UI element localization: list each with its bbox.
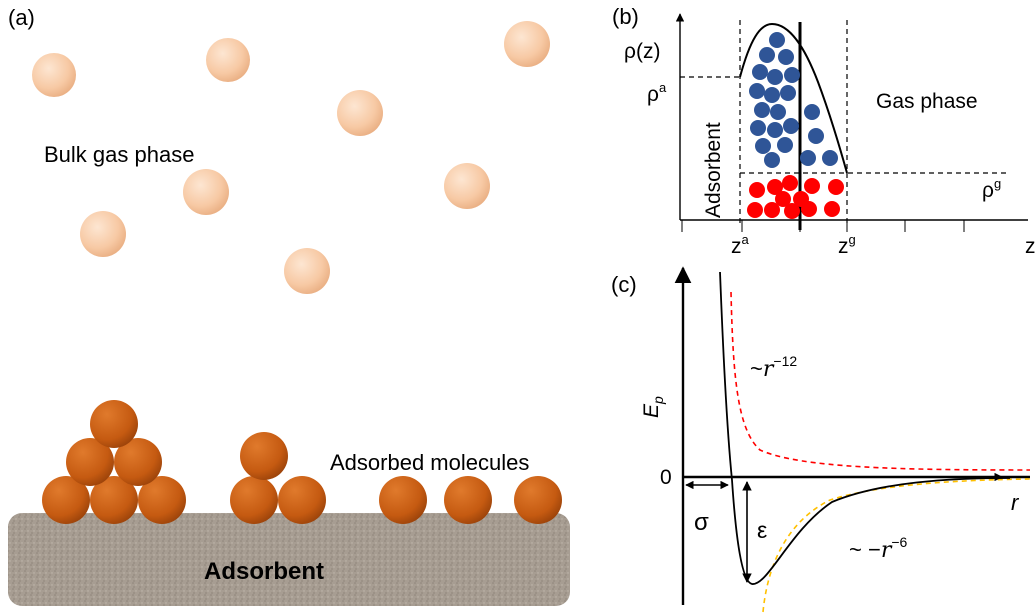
bulk-gas-label: Bulk gas phase (44, 142, 194, 167)
panel-a: (a) Bulk gas phase Adsorbed molecules Ad… (8, 5, 570, 606)
adsorbed-molecule (379, 476, 427, 524)
red-molecule (749, 182, 765, 198)
adsorbent-slab (8, 513, 570, 606)
blue-molecule (759, 47, 775, 63)
red-molecule (775, 191, 791, 207)
blue-molecule (767, 122, 783, 138)
c-y-axis-label: Ep (640, 396, 666, 418)
blue-molecule (777, 137, 793, 153)
blue-molecule (822, 150, 838, 166)
z-g-label: zg (838, 232, 856, 258)
gas-molecule (504, 21, 550, 67)
density-profile (739, 22, 848, 174)
z-a-label: za (731, 232, 750, 258)
b-adsorbent-label: Adsorbent (702, 122, 725, 218)
adsorbed-molecules (42, 400, 562, 524)
red-molecule (784, 203, 800, 219)
gas-molecules (32, 21, 550, 294)
blue-molecule (769, 32, 785, 48)
red-molecule (767, 179, 783, 195)
blue-molecule (770, 104, 786, 120)
blue-molecule (752, 64, 768, 80)
adsorbed-molecule (90, 400, 138, 448)
lennard-jones-curve (719, 271, 1011, 585)
repulsive-asymptote (730, 291, 1031, 471)
blue-molecule (767, 69, 783, 85)
gas-molecule (337, 90, 383, 136)
adsorbed-molecule (230, 476, 278, 524)
blue-molecule (778, 49, 794, 65)
red-molecule (764, 202, 780, 218)
adsorbed-molecule (278, 476, 326, 524)
red-molecule (804, 178, 820, 194)
gas-molecule (80, 211, 126, 257)
r-axis-label: r (1011, 490, 1020, 515)
rho-g-label: ρg (982, 176, 1001, 202)
red-molecule (824, 201, 840, 217)
adsorbed-molecule (114, 438, 162, 486)
blue-molecule (784, 67, 800, 83)
blue-molecule (750, 120, 766, 136)
blue-molecule (755, 138, 771, 154)
blue-molecule (808, 128, 824, 144)
blue-molecule (764, 152, 780, 168)
b-y-axis-label: ρ(z) (624, 40, 660, 63)
excess-molecules (749, 32, 838, 168)
sigma-label: σ (694, 509, 709, 536)
blue-molecule (749, 83, 765, 99)
panel-a-label: (a) (8, 5, 35, 30)
repulsive-term-label: ~r−12 (750, 353, 797, 382)
panel-c: (c) Ep 0 r σ ε ~r−12 ~ −r−6 (611, 266, 1031, 613)
blue-molecule (780, 85, 796, 101)
adsorbent-slab-label: Adsorbent (204, 558, 324, 585)
blue-molecule (754, 102, 770, 118)
adsorbed-molecule (240, 432, 288, 480)
panel-b-label: (b) (612, 4, 639, 29)
gas-molecule (32, 53, 76, 97)
zero-label: 0 (660, 466, 672, 489)
bulk-density-molecules (747, 175, 844, 219)
gas-molecule (284, 248, 330, 294)
panel-b: (b) (612, 4, 1035, 258)
attractive-term-label: ~ −r−6 (849, 534, 908, 563)
adsorbed-molecule (42, 476, 90, 524)
red-molecule (801, 201, 817, 217)
z-axis-label: z (1025, 235, 1035, 258)
adsorbed-molecule (138, 476, 186, 524)
red-molecule (782, 175, 798, 191)
panel-c-label: (c) (611, 272, 637, 297)
red-molecule (828, 179, 844, 195)
blue-molecule (804, 104, 820, 120)
gas-molecule (183, 169, 229, 215)
red-molecule (747, 202, 763, 218)
blue-molecule (783, 118, 799, 134)
adsorbed-molecule (66, 438, 114, 486)
rho-a-label: ρa (647, 80, 667, 106)
gas-molecule (206, 38, 250, 82)
epsilon-label: ε (757, 517, 767, 543)
adsorbed-molecule (444, 476, 492, 524)
adsorbed-molecules-label: Adsorbed molecules (330, 450, 529, 475)
gas-molecule (444, 163, 490, 209)
blue-molecule (764, 87, 780, 103)
adsorbed-molecule (514, 476, 562, 524)
gas-phase-label: Gas phase (876, 90, 978, 113)
blue-molecule (800, 150, 816, 166)
adsorbed-molecule (90, 476, 138, 524)
